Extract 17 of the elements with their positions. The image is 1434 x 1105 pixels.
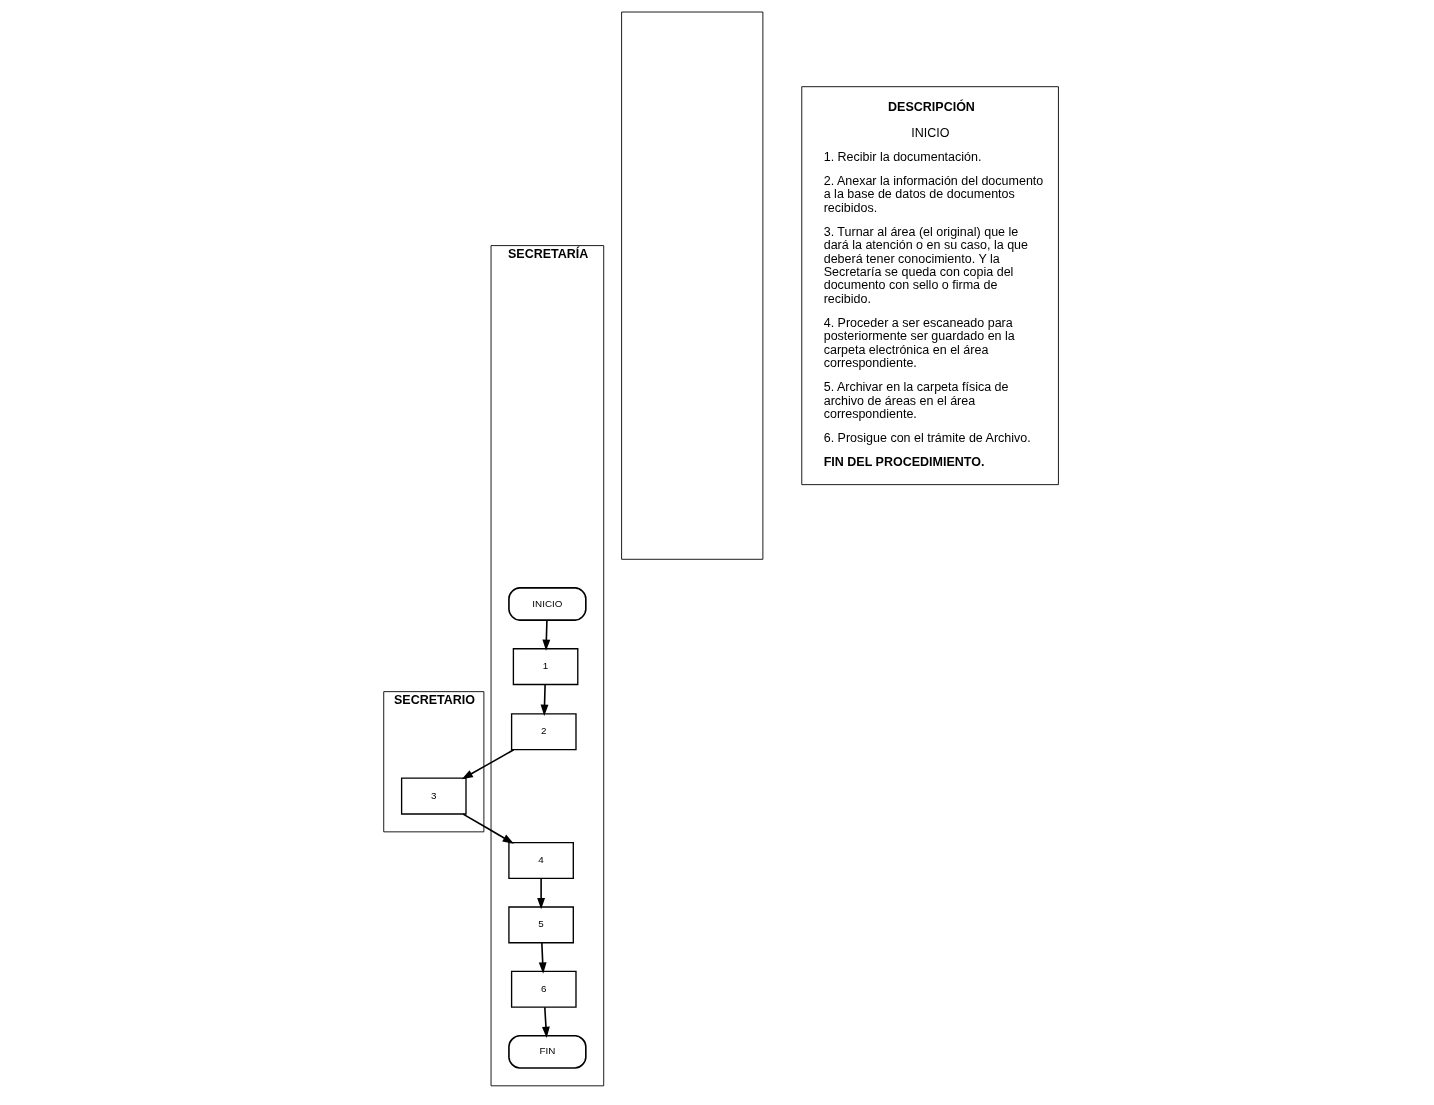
node-box: FIN xyxy=(507,1034,587,1069)
node-box: 6 xyxy=(510,970,577,1008)
node-box: 4 xyxy=(507,841,574,880)
node-box: 2 xyxy=(510,713,577,751)
node-box: 3 xyxy=(400,777,467,815)
node-box: DESCRIPCIÓN INICIO 1. Recibir la documentación. 2. Anexar la información del documento a la base de datos de documentos recibidos. 3. Turnar al área (el original) que le dará la atención o en su caso, la que deberá tener conocimiento. Y la Secretaría se queda con copia del documento con sello o firma de recibido. 4. Proceder a ser escaneado para posteriormente ser guardado en la carpeta electrónica en el área correspondiente. 5. Archivar en la carpeta física de archivo de áreas en el área correspondiente. 6. Prosigue con el trámite de Archivo. FIN DEL PROCEDIMIENTO. xyxy=(800,86,1059,486)
arrow xyxy=(461,748,515,780)
arrow xyxy=(536,877,545,910)
node-box xyxy=(620,11,763,560)
node-box: 5 xyxy=(507,906,574,944)
arrow xyxy=(541,1006,550,1038)
arrow xyxy=(541,619,550,651)
arrow xyxy=(540,684,548,716)
arrow xyxy=(461,813,514,844)
node-box: 1 xyxy=(512,648,578,686)
arrow xyxy=(538,942,547,974)
node-box: INICIO xyxy=(507,587,587,621)
